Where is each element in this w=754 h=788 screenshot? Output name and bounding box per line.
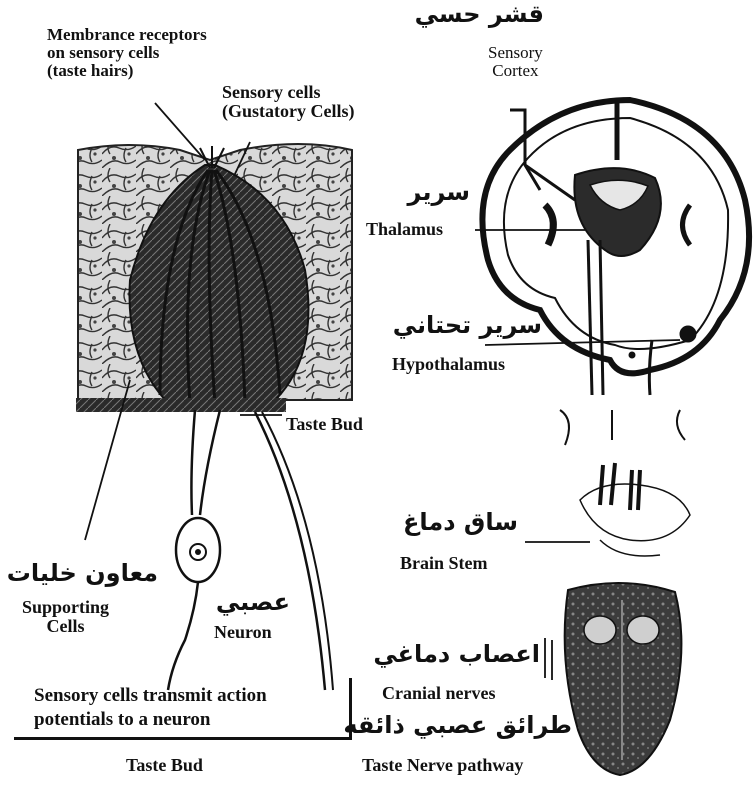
thalamus-label: Thalamus [366,220,443,239]
sensory-cells-label: Sensory cells (Gustatory Cells) [222,83,354,121]
thalamus-arabic-label: سرير [380,180,470,205]
brainstem-outline [580,484,690,541]
taste-pathway-arabic-label: طرائق عصبي ذائقه [362,713,572,738]
neuron-arabic-label: عصبي [214,590,290,615]
cranial-nerves-arabic-label: اعصاب دماغي [358,642,540,667]
supporting-cells-arabic-label: معاون خليات [6,561,158,586]
supporting-cells-label: Supporting Cells [22,598,109,636]
papilla-right [627,616,659,644]
nerve-fiber-long-1 [255,412,325,690]
neuron-axon-right [200,410,220,515]
lateral-lobe-left [545,205,553,245]
taste-bud-pointer-label: Taste Bud [286,415,363,434]
hypothalamus-node [680,326,696,342]
hypothalamus-arabic-label: سرير تحتاني [388,313,542,338]
tongue-shape [565,583,682,775]
small-node-1 [629,352,635,358]
papilla-left [584,616,616,644]
sensory-cortex-arabic-label: قشر حسي [416,2,544,27]
neuron-nucleolus [195,549,201,555]
neuron-axon-left [191,410,195,515]
tongue-illustration [565,583,682,775]
sensory-cortex-label: Sensory Cortex [488,44,543,80]
brain-stem-label: Brain Stem [400,554,488,573]
membrane-receptors-label: Membrance receptors on sensory cells (ta… [47,26,207,80]
ascending-pathway-2 [600,240,603,395]
cranial-nerves-label: Cranial nerves [382,684,495,703]
brainstem-upper-left [560,410,569,445]
brainstem-lower [600,540,660,556]
taste-bud-title: Taste Bud [126,756,203,775]
basement-membrane [76,398,286,412]
thalamus-link [525,165,575,200]
neuron-label: Neuron [214,623,272,642]
neuron-fiber [168,582,198,690]
taste-bud-caption: Sensory cells transmit action potentials… [34,684,267,732]
hypothalamus-label: Hypothalamus [392,355,505,374]
lateral-lobe-right [683,205,691,245]
brain-stem-arabic-label: ساق دماغ [384,510,518,535]
taste-pathway-label: Taste Nerve pathway [362,756,523,775]
ascending-pathway-1 [588,240,592,395]
brainstem-upper-right [677,410,685,440]
